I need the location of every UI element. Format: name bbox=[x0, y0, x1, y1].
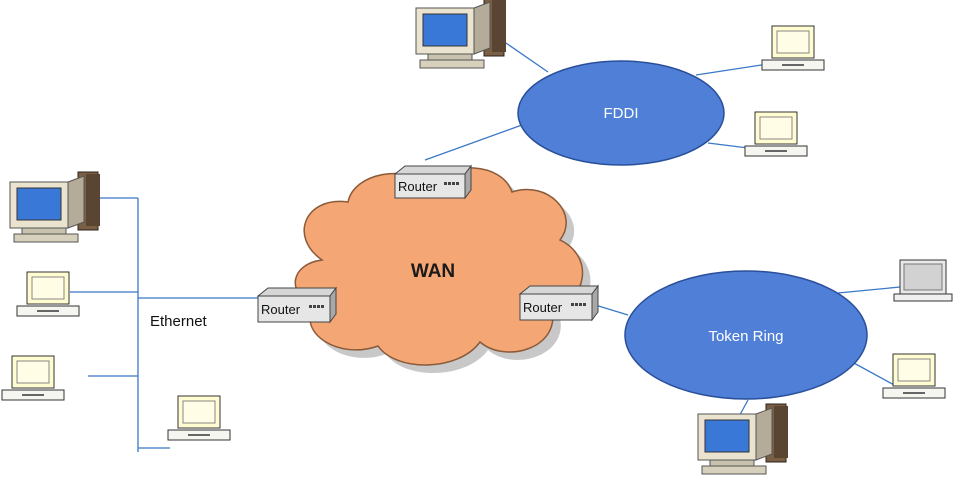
ethernet-label: Ethernet bbox=[150, 313, 208, 330]
router-to-fddi-link bbox=[424, 124, 523, 161]
fddi-terminal-computer bbox=[761, 25, 825, 71]
router-port-lights bbox=[444, 182, 459, 185]
fddi-drop bbox=[695, 63, 769, 76]
token-ring-label: Token Ring bbox=[708, 328, 783, 345]
ethernet-terminal-computer bbox=[16, 271, 80, 317]
token-ring-terminal-computer bbox=[882, 353, 946, 399]
router-top: Router bbox=[393, 164, 472, 200]
token-ring-workstation-computer bbox=[697, 403, 789, 475]
ethernet-terminal-computer bbox=[167, 395, 231, 441]
fddi-workstation-computer bbox=[415, 0, 507, 69]
token-ring-drop bbox=[851, 361, 897, 387]
router-label: Router bbox=[523, 300, 563, 315]
ethernet-workstation-computer bbox=[9, 171, 101, 243]
wan-label: WAN bbox=[411, 261, 455, 282]
wan-cloud: WAN bbox=[294, 167, 591, 374]
router-left: Router bbox=[256, 286, 337, 324]
router-port-lights bbox=[571, 303, 586, 306]
router-right: Router bbox=[518, 284, 599, 322]
ethernet-segment bbox=[70, 197, 258, 452]
fddi-terminal-computer bbox=[744, 111, 808, 157]
router-label: Router bbox=[261, 302, 301, 317]
router-port-lights bbox=[309, 305, 324, 308]
fddi-ring: FDDI bbox=[517, 60, 725, 166]
token-ring-laptop-computer bbox=[893, 259, 953, 302]
token-ring: Token Ring bbox=[624, 270, 868, 400]
token-ring-drop bbox=[837, 286, 901, 294]
router-label: Router bbox=[398, 179, 438, 194]
fddi-label: FDDI bbox=[604, 105, 639, 122]
ethernet-terminal-computer bbox=[1, 355, 65, 401]
